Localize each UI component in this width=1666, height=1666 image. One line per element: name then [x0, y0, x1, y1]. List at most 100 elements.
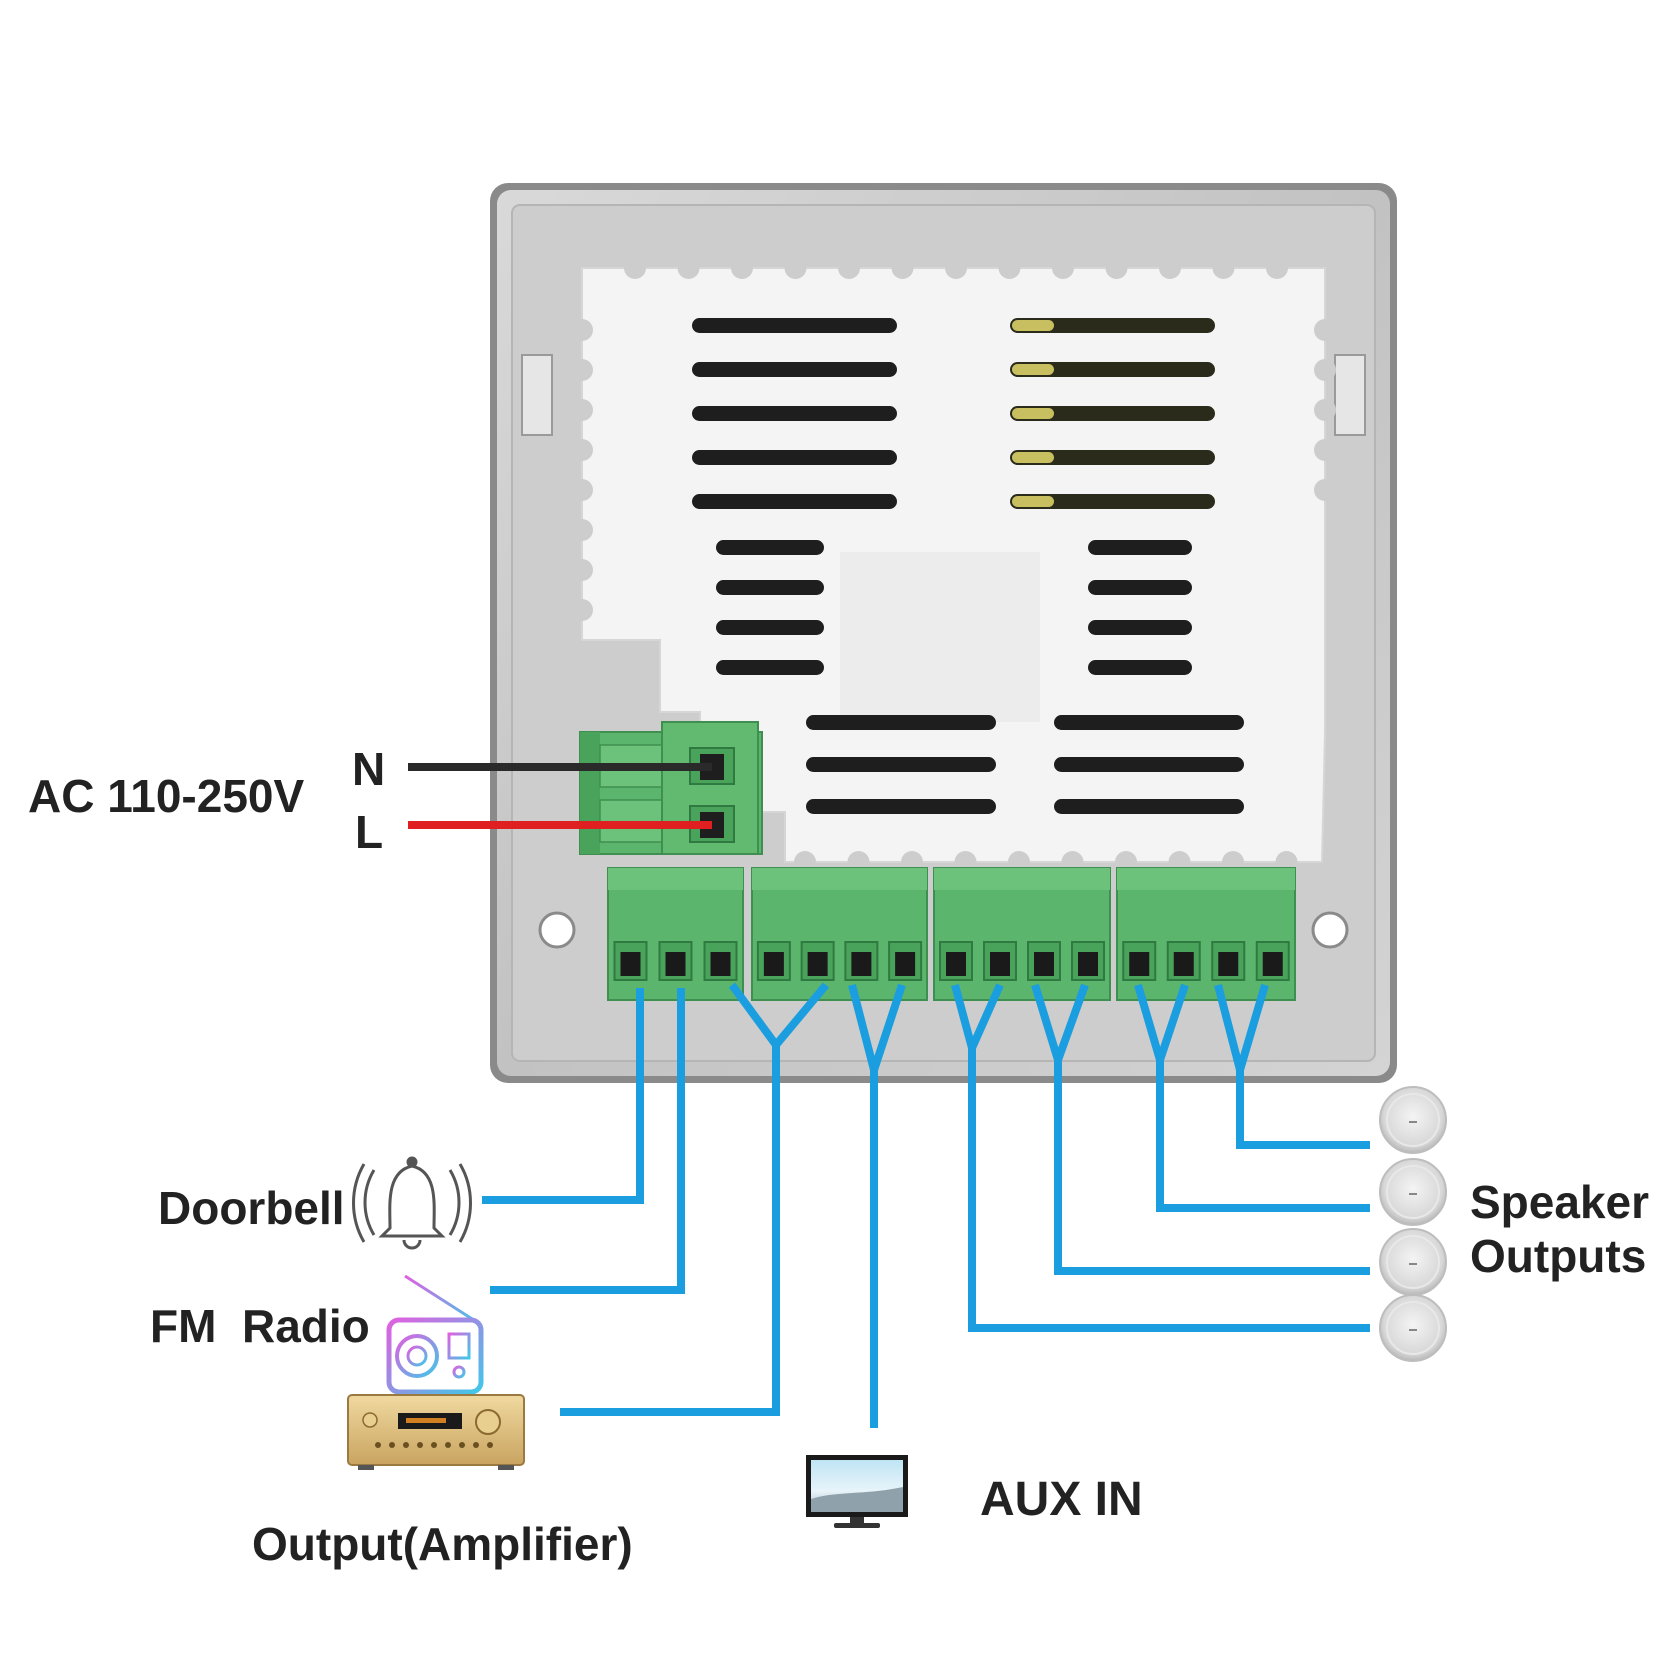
terminal-hole	[1262, 952, 1283, 976]
cover-notch	[1314, 479, 1336, 501]
speaker-outputs-label-line2: Outputs	[1470, 1230, 1646, 1282]
cover-notch	[838, 257, 860, 279]
cover-notch	[571, 319, 593, 341]
amplifier-wire	[560, 982, 830, 1416]
cover-notch	[1266, 257, 1288, 279]
terminal-hole	[1078, 952, 1098, 976]
ceiling-speaker-icon	[1379, 1228, 1447, 1296]
vent-slot-tint	[1012, 364, 1054, 375]
cover-notch	[571, 439, 593, 461]
terminal-hole	[851, 952, 872, 976]
vent-slot	[692, 450, 897, 465]
cover-notch	[998, 257, 1021, 279]
power-terminal-block	[579, 721, 763, 855]
radio-icon	[386, 1274, 484, 1395]
speaker-wire-1	[1214, 983, 1370, 1149]
cover-notch	[1159, 257, 1181, 279]
signal-terminal-blocks	[607, 867, 1296, 1001]
doorbell-label: Doorbell	[158, 1182, 345, 1234]
live-label: L	[355, 806, 383, 858]
vent-slot	[1088, 540, 1192, 555]
voltage-label: AC 110-250V	[28, 770, 304, 822]
vent-slot-tint	[1012, 452, 1054, 463]
cover-notch	[945, 257, 967, 279]
speaker-grille	[1379, 1086, 1447, 1154]
cover-notch	[571, 519, 593, 541]
terminal-block-top	[1117, 868, 1295, 890]
vent-slot	[1054, 799, 1244, 814]
fm-radio-wire	[490, 988, 685, 1294]
vent-slot	[1010, 318, 1215, 333]
cover-notch	[571, 599, 593, 621]
ceiling-speaker-icon	[1379, 1294, 1447, 1362]
ceiling-speaker-icon	[1379, 1086, 1447, 1154]
terminal-hole	[1173, 952, 1194, 976]
cover-notch	[1314, 439, 1336, 461]
cover-notch	[1212, 257, 1235, 279]
vent-slot-tint	[1012, 408, 1054, 419]
terminal-block-top	[608, 868, 743, 890]
signal-wires	[482, 982, 1370, 1428]
terminal-hole	[1034, 952, 1054, 976]
vent-slot	[692, 406, 897, 421]
amplifier-icon	[347, 1394, 525, 1470]
vent-slot	[1010, 494, 1215, 509]
vent-slot-tint	[1012, 496, 1054, 507]
terminal-socket	[983, 941, 1017, 981]
vent-slot	[692, 494, 897, 509]
speaker-outputs-label-line1: Speaker	[1470, 1176, 1649, 1228]
vent-slot	[716, 540, 824, 555]
speaker-grille	[1379, 1158, 1447, 1226]
vent-slot	[1054, 715, 1244, 730]
aux-in-label: AUX IN	[980, 1473, 1143, 1526]
screw-hole-left	[538, 911, 576, 949]
vent-slot	[1010, 406, 1215, 421]
vent-slot	[1054, 757, 1244, 772]
terminal-hole	[1129, 952, 1150, 976]
speaker-grille	[1379, 1294, 1447, 1362]
terminal-hole	[710, 952, 731, 976]
vent-slot	[692, 318, 897, 333]
vent-slot	[1088, 580, 1192, 595]
terminal-hole	[946, 952, 966, 976]
terminal-block-top	[934, 868, 1110, 890]
cover-center-panel	[840, 552, 1040, 722]
vent-slot	[1088, 660, 1192, 675]
cover-notch	[1314, 399, 1336, 421]
speaker-group	[1379, 1086, 1447, 1362]
cover-notch	[731, 257, 753, 279]
terminal-hole	[1218, 952, 1239, 976]
vented-cover	[571, 257, 1336, 873]
speaker-ring	[1386, 1301, 1440, 1355]
speaker-wire-4	[951, 983, 1370, 1332]
vent-slot	[716, 580, 824, 595]
vent-slot	[1010, 362, 1215, 377]
terminal-hole	[895, 952, 916, 976]
cover-notch	[571, 359, 593, 381]
speaker-ring	[1386, 1093, 1440, 1147]
doorbell-wire	[482, 988, 644, 1204]
vent-slot	[716, 660, 824, 675]
bell-icon	[352, 1156, 472, 1250]
amplifier-label: Output(Amplifier)	[252, 1518, 633, 1570]
fm-radio-label: FM Radio	[150, 1300, 370, 1352]
vent-slot-tint	[1012, 320, 1054, 331]
terminal-hole	[763, 952, 784, 976]
terminal-hole	[807, 952, 828, 976]
vent-slot	[806, 715, 996, 730]
terminal-hole	[665, 952, 686, 976]
ceiling-speaker-icon	[1379, 1158, 1447, 1226]
cover-notch	[1314, 359, 1336, 381]
cover-notch	[677, 257, 700, 279]
aux-in-wire	[848, 983, 906, 1428]
speaker-ring	[1386, 1165, 1440, 1219]
cover-notch	[1052, 257, 1074, 279]
terminal-hole	[620, 952, 641, 976]
cover-notch	[784, 257, 807, 279]
speaker-ring	[1386, 1235, 1440, 1289]
cover-notch	[891, 257, 914, 279]
cover-notch	[1314, 319, 1336, 341]
cover-notch	[571, 559, 593, 581]
vent-slot	[1088, 620, 1192, 635]
